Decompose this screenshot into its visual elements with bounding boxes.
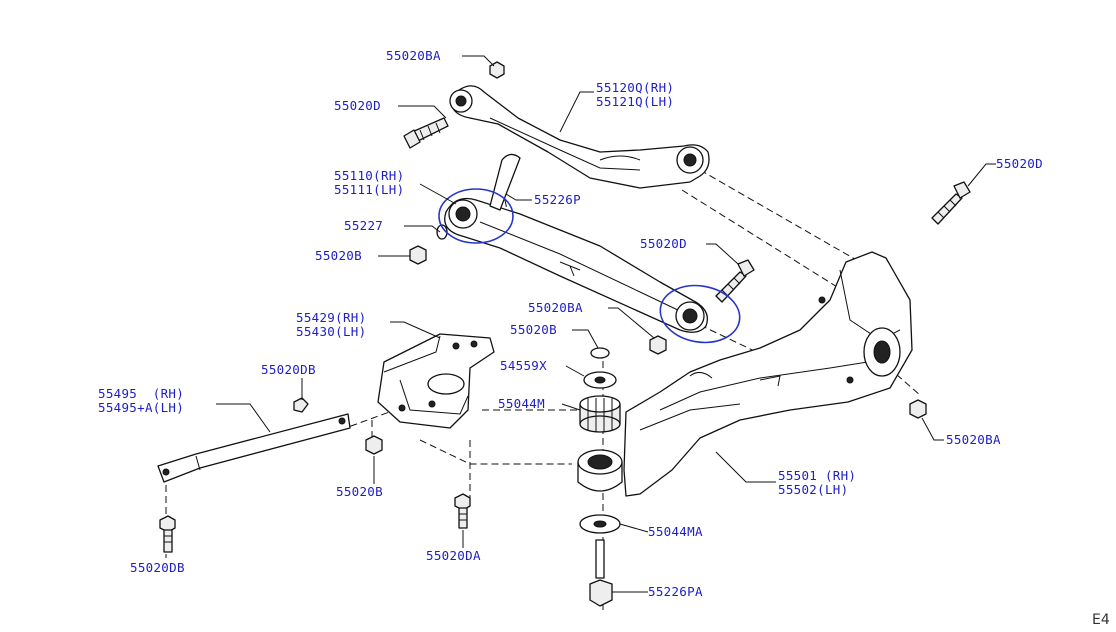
mount-stack [577, 347, 623, 607]
label-55044ma: 55044MA [648, 524, 703, 539]
label-55226p: 55226P [534, 192, 581, 207]
label-bracket-lh: 55430(LH) [296, 324, 366, 339]
label-bracket-rh: 55429(RH) [296, 310, 366, 325]
label-54559x: 54559X [500, 358, 547, 373]
label-55020d-right: 55020D [996, 156, 1043, 171]
leader-lines [165, 55, 996, 593]
assembly-lines [165, 169, 921, 612]
label-55020b-mid: 55020B [510, 322, 557, 337]
label-55020db-bottom: 55020DB [130, 560, 185, 575]
label-55020ba-mid: 55020BA [528, 300, 583, 315]
label-55227: 55227 [344, 218, 383, 233]
upper-link [449, 85, 710, 189]
bracket [377, 333, 495, 429]
label-55020da: 55020DA [426, 548, 481, 563]
highlight-lower-link-front [438, 188, 514, 244]
label-55020ba-right: 55020BA [946, 432, 1001, 447]
label-subframe-rh: 55501 (RH) [778, 468, 856, 483]
highlight-marks [438, 188, 741, 344]
label-55020b-left: 55020B [315, 248, 362, 263]
label-strut-rh: 55495 (RH) [98, 386, 184, 401]
strut-rod [157, 413, 351, 483]
label-upper-link-rh: 55120Q(RH) [596, 80, 674, 95]
label-55020d-top: 55020D [334, 98, 381, 113]
label-subframe-lh: 55502(LH) [778, 482, 848, 497]
highlight-lower-link-rear [659, 284, 741, 344]
fasteners [159, 61, 971, 553]
label-55020d-mid: 55020D [640, 236, 687, 251]
label-55044m: 55044M [498, 396, 545, 411]
diagram-code: E4 [1092, 612, 1110, 628]
lower-link [444, 197, 709, 333]
label-upper-link-lh: 55121Q(LH) [596, 94, 674, 109]
subframe [623, 251, 913, 497]
label-55020db-top: 55020DB [261, 362, 316, 377]
label-55226pa: 55226PA [648, 584, 703, 599]
label-55020ba-top: 55020BA [386, 48, 441, 63]
label-lower-link-lh: 55111(LH) [334, 182, 404, 197]
label-strut-lh: 55495+A(LH) [98, 400, 184, 415]
label-lower-link-rh: 55110(RH) [334, 168, 404, 183]
label-55020b-bottom: 55020B [336, 484, 383, 499]
part-labels: 55020BA 55020D 55120Q(RH) 55121Q(LH) 551… [98, 48, 1110, 628]
